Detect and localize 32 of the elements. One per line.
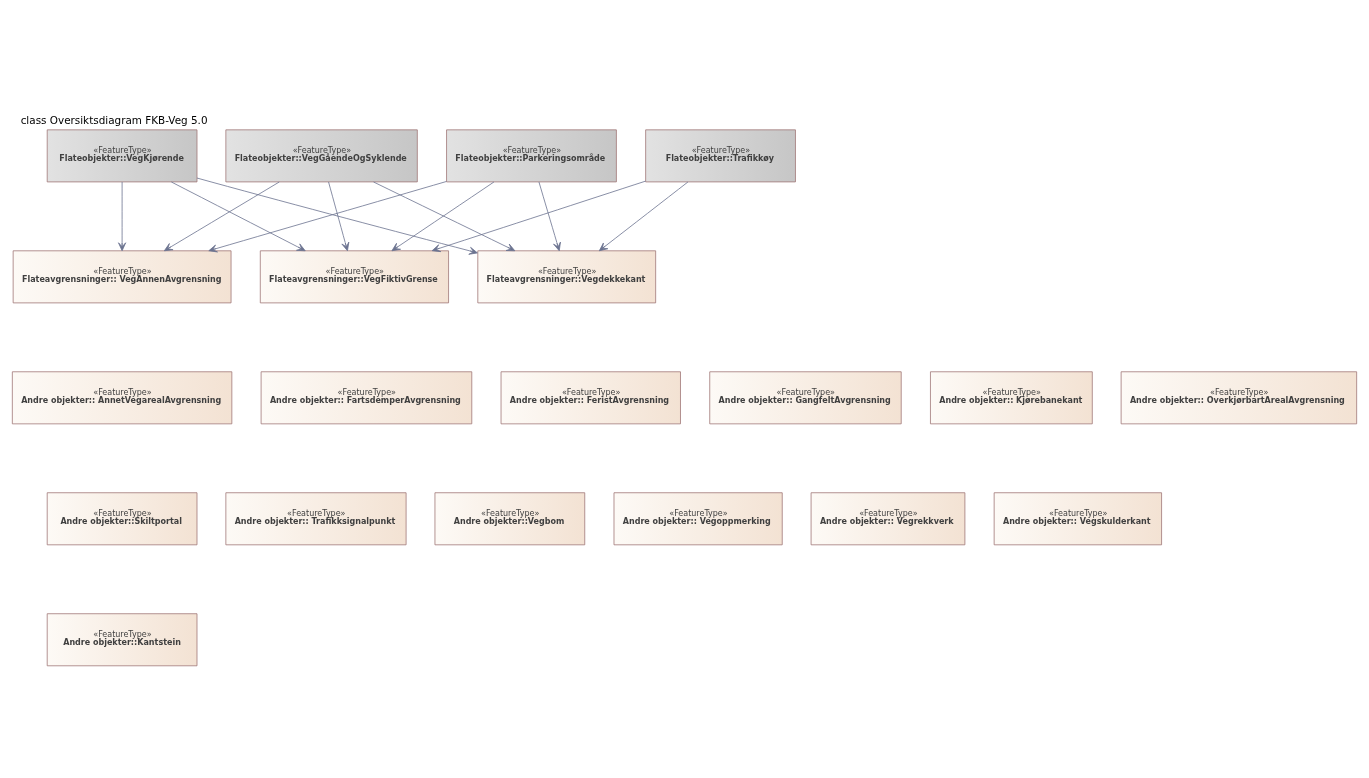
- arrow: [208, 181, 447, 253]
- node-box: «FeatureType» Andre objekter:: FartsdemperAvgrensning: [260, 371, 473, 425]
- node-box: «FeatureType» Andre objekter:: Kjørebanekant: [930, 371, 1093, 425]
- node-box: «FeatureType» Flateobjekter::Trafikkøy: [645, 129, 796, 183]
- node-box: «FeatureType» Andre objekter:: FeristAvgrensning: [500, 371, 681, 425]
- node-box: «FeatureType» Andre objekter::Skiltportal: [46, 492, 198, 546]
- arrow: [538, 181, 561, 252]
- arrow: [431, 180, 646, 253]
- node-box: «FeatureType» Andre objekter::Vegbom: [434, 492, 586, 546]
- arrow: [170, 181, 306, 252]
- node-box: «FeatureType» Flateavgrensninger:: VegAnnenAvgrensning: [12, 250, 232, 304]
- arrow: [373, 181, 516, 252]
- arrow: [163, 181, 280, 252]
- arrow: [598, 181, 689, 252]
- node-box: «FeatureType» Flateobjekter::Parkeringsområde: [446, 129, 617, 183]
- node-box: «FeatureType» Andre objekter:: OverkjørbartArealAvgrensning: [1120, 371, 1358, 425]
- diagram-title: class Oversiktsdiagram FKB-Veg 5.0: [20, 113, 208, 126]
- arrow: [196, 177, 478, 255]
- node-box: «FeatureType» Flateobjekter::VegGåendeOgSyklende: [225, 129, 418, 183]
- node-box: «FeatureType» Andre objekter:: GangfeltAvgrensning: [709, 371, 902, 425]
- node-box: «FeatureType» Flateobjekter::VegKjørende: [46, 129, 198, 183]
- node-box: «FeatureType» Andre objekter:: Vegoppmerking: [613, 492, 783, 546]
- node-box: «FeatureType» Andre objekter:: Vegskulderkant: [993, 492, 1162, 546]
- node-box: «FeatureType» Andre objekter:: Vegrekkverk: [810, 492, 966, 546]
- node-box: «FeatureType» Andre objekter:: AnnetVegarealAvgrensning: [11, 371, 233, 425]
- arrow: [118, 181, 127, 252]
- node-box: «FeatureType» Andre objekter::Kantstein: [46, 613, 198, 667]
- node-box: «FeatureType» Flateavgrensninger::Vegdekkekant: [477, 250, 657, 304]
- node-box: «FeatureType» Flateavgrensninger::VegFiktivGrense: [259, 250, 449, 304]
- arrow: [391, 181, 495, 252]
- arrow: [328, 181, 350, 252]
- node-box: «FeatureType» Andre objekter:: Trafikksignalpunkt: [225, 492, 407, 546]
